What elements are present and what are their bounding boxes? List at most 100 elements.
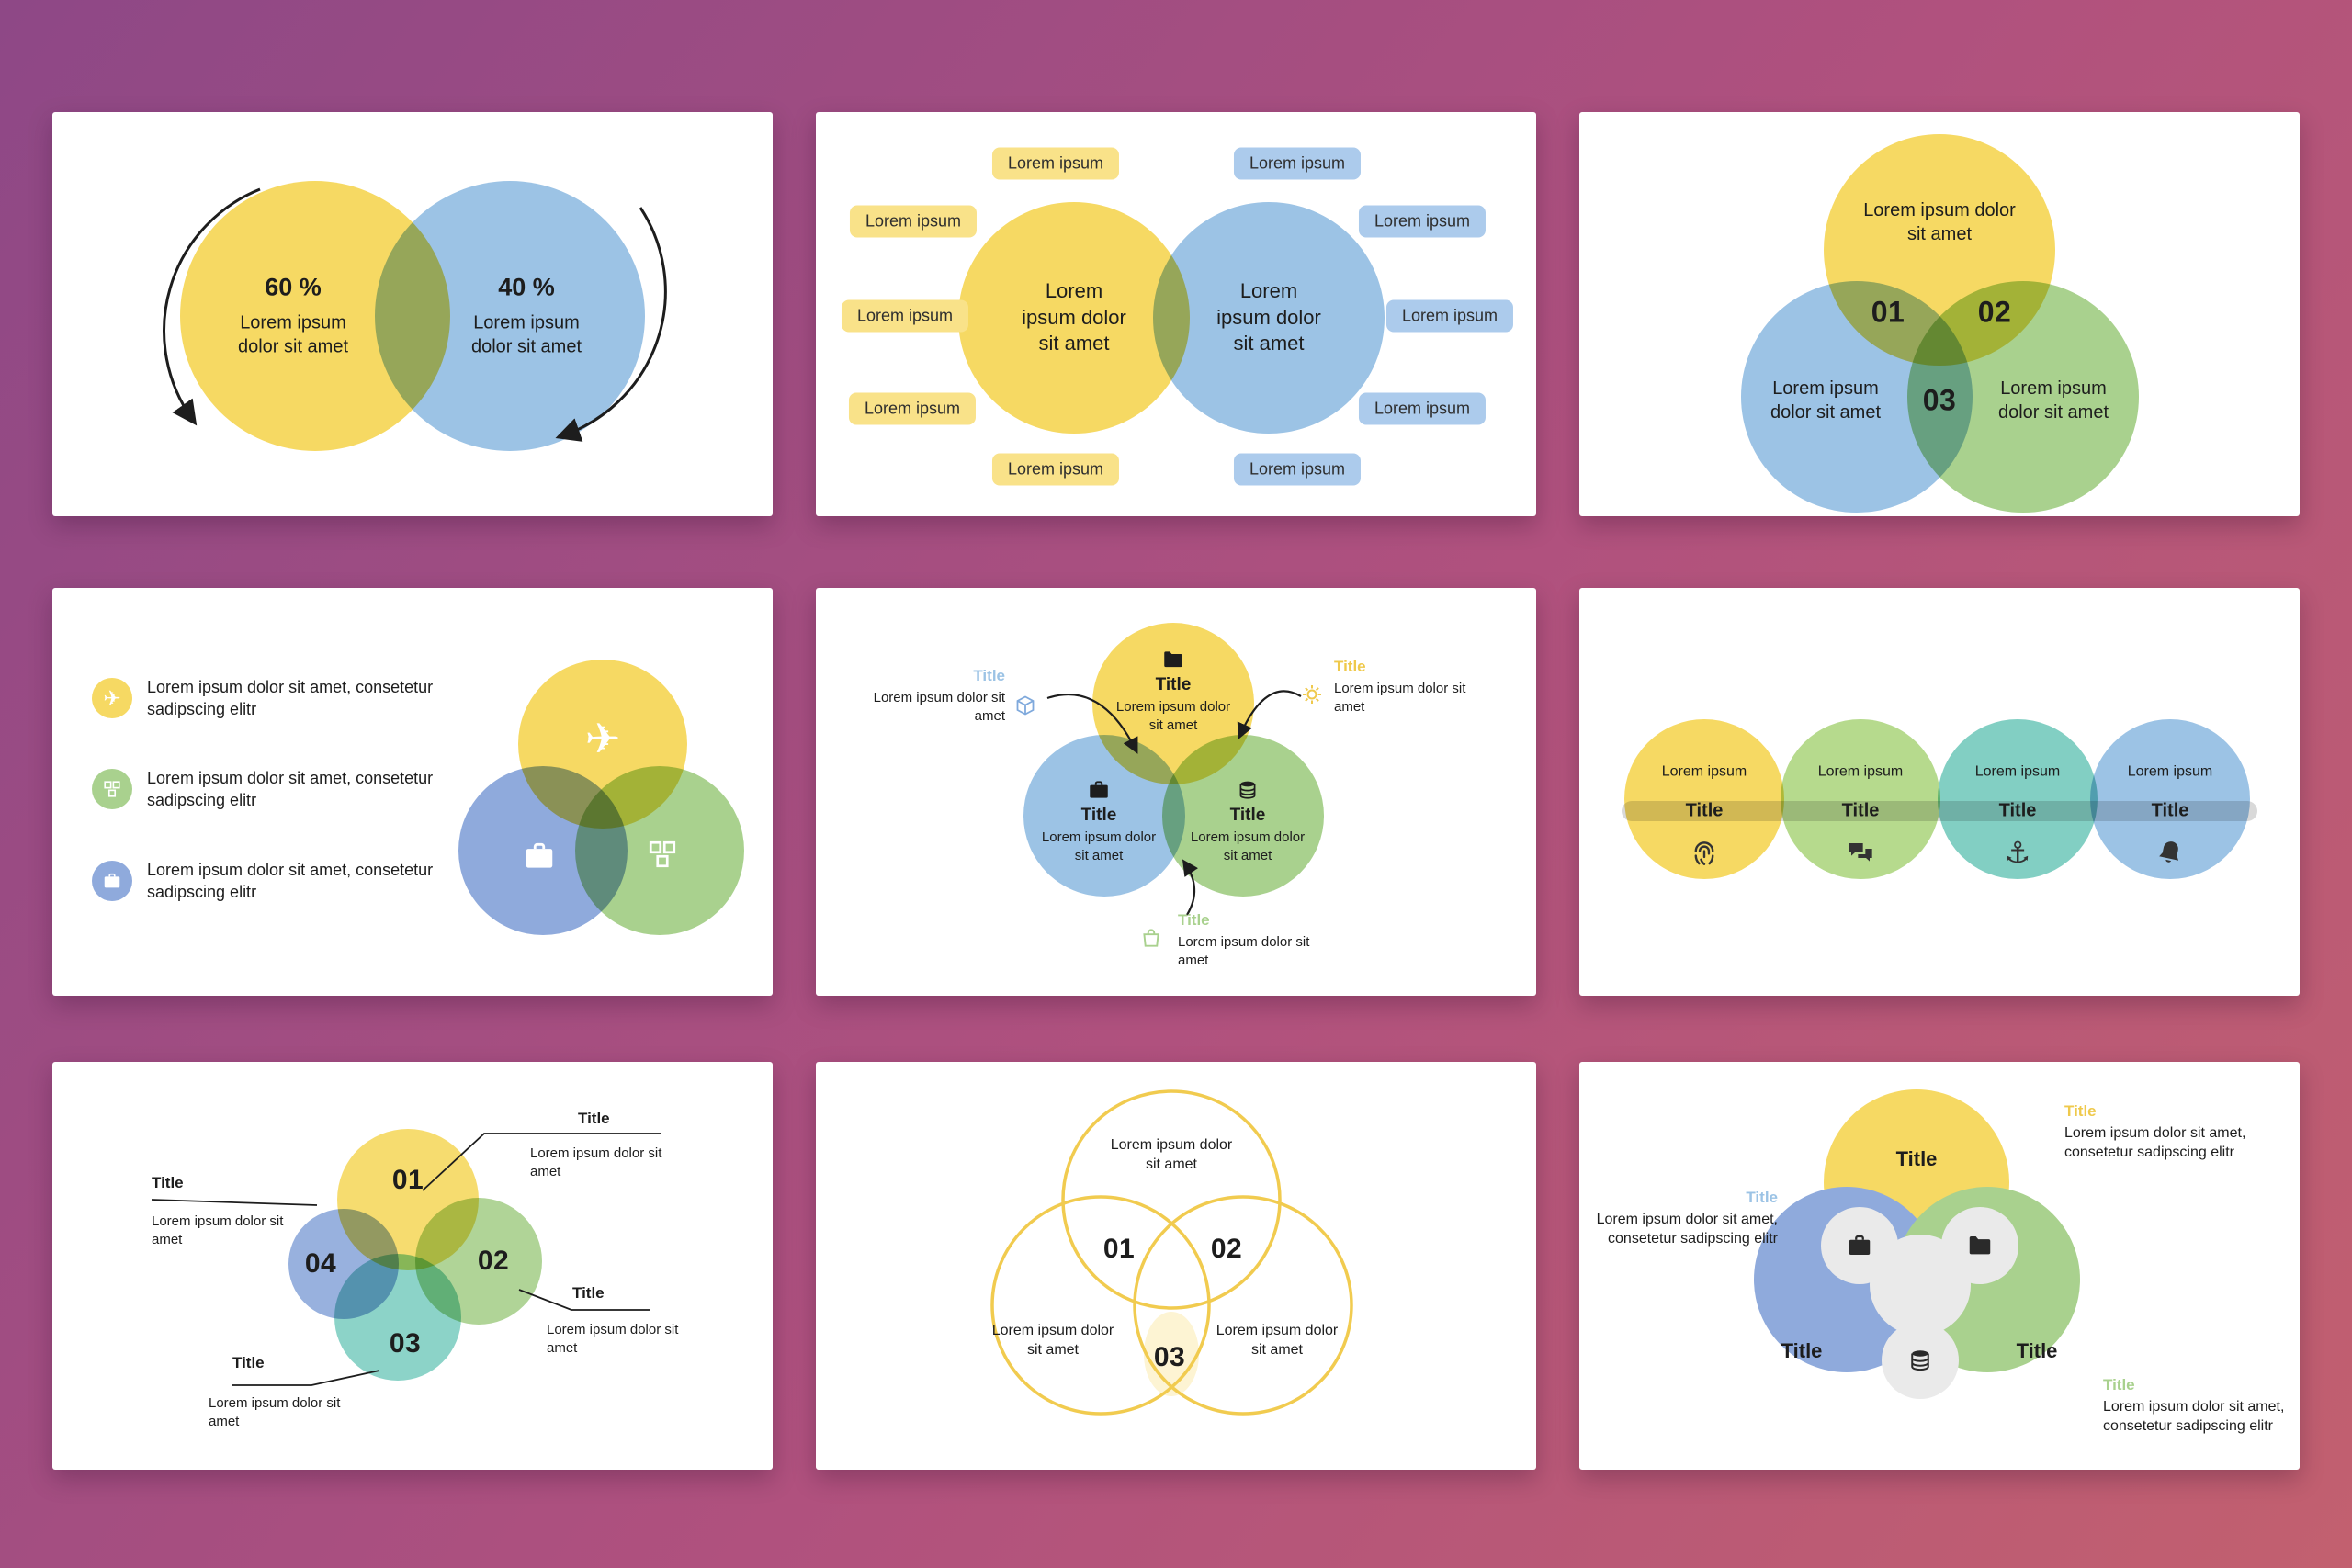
left-percentage: 60 % xyxy=(265,273,322,301)
item-title: Title xyxy=(2151,800,2189,821)
slide-6-horizontal-venn-chain[interactable]: Lorem ipsum Lorem ipsum Lorem ipsum Lore… xyxy=(1579,588,2300,996)
legend-item: Lorem ipsum dolor sit amet, consetetur s… xyxy=(92,767,459,812)
left-circle-text: Lorem ipsum dolor sit amet xyxy=(1022,279,1126,355)
briefcase-icon xyxy=(1846,1232,1873,1259)
callout-text-bottom-left: Lorem ipsum dolor sit amet xyxy=(209,1395,341,1429)
slide-3-three-circle-venn-numbers[interactable]: Lorem ipsum dolor sit amet Lorem ipsum d… xyxy=(1579,112,2300,516)
arc-arrow-right xyxy=(555,207,667,442)
callout-title-top-right: Title xyxy=(578,1110,610,1127)
label-pill-blue: Lorem ipsum xyxy=(1358,205,1487,238)
callout-text-top-right: Lorem ipsum dolor sit amet xyxy=(530,1145,662,1179)
cube-icon xyxy=(1014,694,1036,716)
label-pill-yellow: Lorem ipsum xyxy=(849,205,978,238)
blue-circle xyxy=(1153,202,1385,434)
briefcase-icon xyxy=(1087,778,1111,802)
right-percentage: 40 % xyxy=(498,273,555,301)
right-description: Lorem ipsum dolor sit amet xyxy=(470,312,582,357)
teal-circle xyxy=(1938,719,2098,879)
left-circle-title: Title xyxy=(1781,1339,1823,1362)
slide-2-two-circle-venn-labels[interactable]: Lorem ipsum dolor sit amet Lorem ipsum d… xyxy=(816,112,1536,516)
right-circle-text: Lorem ipsum dolor sit amet xyxy=(1216,1323,1339,1358)
arrow-bottom-callout xyxy=(1182,859,1199,916)
callout-text: Lorem ipsum dolor sit amet, consetetur s… xyxy=(2064,1125,2246,1160)
callout-arrows xyxy=(1046,690,1302,916)
folder-icon xyxy=(1161,648,1185,671)
top-circle-text: Lorem ipsum dolor sit amet xyxy=(1110,1137,1233,1172)
legend-text: Lorem ipsum dolor sit amet, consetetur s… xyxy=(147,678,434,719)
callout-left: Title Lorem ipsum dolor sit amet xyxy=(867,667,1005,725)
label-pill-yellow: Lorem ipsum xyxy=(841,299,969,333)
left-circle-content: Title Lorem ipsum dolor sit amet xyxy=(1030,778,1168,864)
slide-1-two-circle-percent-venn[interactable]: 60 % Lorem ipsum dolor sit amet 40 % Lor… xyxy=(52,112,773,516)
top-circle-text: Lorem ipsum dolor sit amet xyxy=(1863,200,2016,244)
callout-top-right: Title Lorem ipsum dolor sit amet, conset… xyxy=(2064,1102,2290,1163)
callout-text: Lorem ipsum dolor sit amet xyxy=(1334,681,1466,715)
right-circle-title: Title xyxy=(2016,1339,2058,1362)
green-circle xyxy=(1907,281,2139,513)
circle-title: Title xyxy=(1080,806,1117,825)
top-circle-title: Title xyxy=(1895,1147,1938,1170)
callout-lines xyxy=(151,1133,661,1386)
line-top-right xyxy=(422,1133,661,1191)
arc-arrow-left xyxy=(163,187,261,426)
left-description: Lorem ipsum dolor sit amet xyxy=(237,312,349,357)
callout-title: Title xyxy=(2103,1376,2135,1393)
callout-text-left: Lorem ipsum dolor sit amet xyxy=(152,1213,284,1247)
label-pill-blue: Lorem ipsum xyxy=(1385,299,1514,333)
item-title: Title xyxy=(1841,800,1880,821)
callout-text-right-bottom: Lorem ipsum dolor sit amet xyxy=(547,1322,679,1356)
outline-circle-right xyxy=(1133,1195,1353,1416)
title-bar xyxy=(1622,801,2257,821)
blue-circle xyxy=(1023,735,1185,897)
item-label: Lorem ipsum xyxy=(2127,763,2213,780)
blue-circle xyxy=(375,181,645,451)
outline-circle-left xyxy=(990,1195,1211,1416)
slide-9-venn-petals[interactable]: Title Title Title Title Lorem ipsum dolo… xyxy=(1579,1062,2300,1470)
slide-7-four-circle-venn-callouts[interactable]: 01 04 02 03 Title Lorem ipsum dolor sit … xyxy=(52,1062,773,1470)
label-pill-blue: Lorem ipsum xyxy=(1233,453,1362,486)
slide-5-venn-icons-callouts[interactable]: Title Lorem ipsum dolor sit amet Title L… xyxy=(816,588,1536,996)
intersection-number-01: 01 xyxy=(1871,295,1905,329)
left-circle-text: Lorem ipsum dolor sit amet xyxy=(1770,378,1882,423)
callout-title: Title xyxy=(2064,1102,2097,1120)
legend-item: Lorem ipsum dolor sit amet, consetetur s… xyxy=(92,859,459,904)
grid-icon xyxy=(92,769,132,810)
slide-4-venn-with-legend[interactable]: ✈ Lorem ipsum dolor sit amet, consetetur… xyxy=(52,588,773,996)
coins-icon xyxy=(1236,778,1260,802)
legend-text: Lorem ipsum dolor sit amet, consetetur s… xyxy=(147,769,434,810)
lens-number-02: 02 xyxy=(1210,1234,1243,1264)
top-circle-content: Title Lorem ipsum dolor sit amet xyxy=(1104,648,1242,734)
gear-icon xyxy=(1301,683,1323,705)
coins-icon xyxy=(1906,1347,1934,1374)
item-label: Lorem ipsum xyxy=(1661,763,1747,780)
callout-title-left: Title xyxy=(152,1174,184,1191)
callout-title: Title xyxy=(973,667,1005,684)
callout-bottom-right: Title Lorem ipsum dolor sit amet, conset… xyxy=(2103,1376,2298,1437)
folder-icon xyxy=(1966,1232,1994,1259)
number-02: 02 xyxy=(477,1246,510,1276)
rotation-arrows xyxy=(163,187,667,442)
callout-text: Lorem ipsum dolor sit amet xyxy=(1178,934,1310,968)
arrow-right-callout xyxy=(1237,690,1302,740)
right-circle-content: Title Lorem ipsum dolor sit amet xyxy=(1179,778,1317,864)
yellow-circle xyxy=(958,202,1190,434)
slide-8-outline-venn[interactable]: Lorem ipsum dolor sit amet Lorem ipsum d… xyxy=(816,1062,1536,1470)
left-circle-text: Lorem ipsum dolor sit amet xyxy=(991,1323,1114,1358)
number-03: 03 xyxy=(389,1328,422,1359)
line-bottom-left xyxy=(232,1370,380,1386)
right-circle-text: Lorem ipsum dolor sit amet xyxy=(1997,378,2109,423)
chat-icon xyxy=(1846,838,1875,867)
circle-text: Lorem ipsum dolor sit amet xyxy=(1041,829,1157,863)
label-pill-blue: Lorem ipsum xyxy=(1358,392,1487,425)
briefcase-icon xyxy=(522,839,557,874)
outline-venn-graphic xyxy=(990,1089,1353,1416)
fingerprint-icon xyxy=(1689,837,1720,868)
label-pill-yellow: Lorem ipsum xyxy=(991,453,1120,486)
line-left xyxy=(151,1199,318,1206)
briefcase-icon xyxy=(92,861,132,902)
teal-circle xyxy=(334,1254,461,1381)
label-pill-blue: Lorem ipsum xyxy=(1233,147,1362,180)
item-title: Title xyxy=(1685,800,1724,821)
arrow-left-callout xyxy=(1046,693,1138,754)
right-circle-text: Lorem ipsum dolor sit amet xyxy=(1216,279,1321,355)
